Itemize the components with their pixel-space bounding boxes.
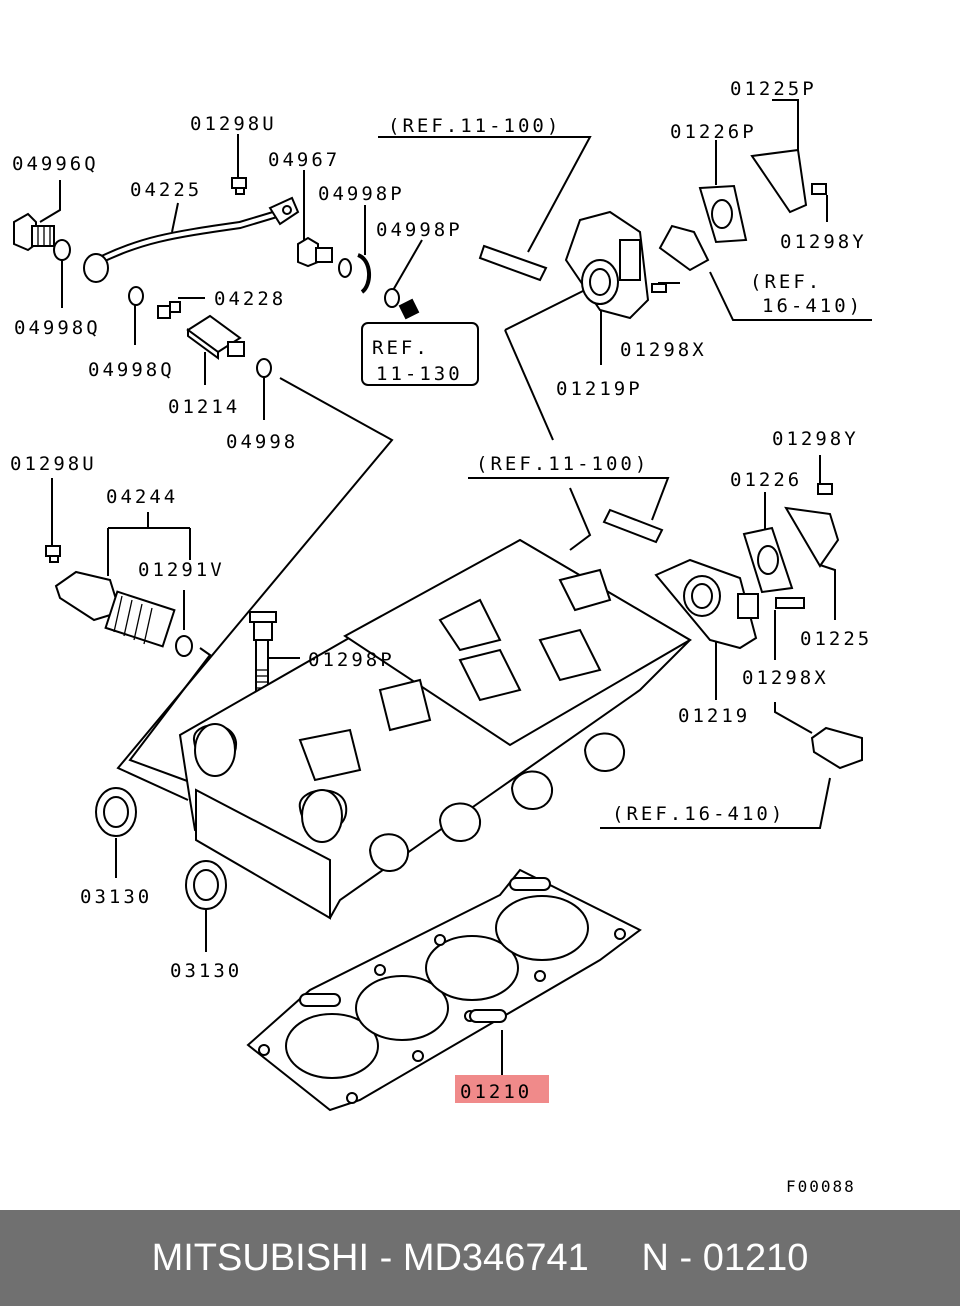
leader-lines: [39, 99, 872, 1075]
part-cover-01225p: [750, 148, 827, 214]
part-oil-pipe-04225: [83, 196, 300, 283]
part-cylinder-head: [178, 538, 692, 920]
highlight-box-01210: [455, 1075, 549, 1103]
label-ref-11-100-top[interactable]: (REF.11-100): [388, 115, 561, 137]
part-oil-seal-03130-b: [185, 860, 227, 910]
label-ref-11-130-a[interactable]: REF.: [372, 337, 430, 359]
part-labels: 01225P 01226P (REF.11-100) 01298U 04967 …: [10, 78, 872, 1196]
part-union-bolt-04996q: [13, 212, 71, 261]
label-04998p-a[interactable]: 04998P: [318, 183, 405, 205]
part-cover-01225: [784, 483, 840, 568]
part-head-gasket-01210: [246, 868, 642, 1112]
label-01298y-right[interactable]: 01298Y: [772, 428, 859, 450]
label-ref-11-130-b[interactable]: 11-130: [376, 363, 463, 385]
label-03130-a[interactable]: 03130: [80, 886, 152, 908]
part-sensor-bottom: [810, 726, 863, 770]
label-ref-16-410-top-a[interactable]: (REF.: [750, 271, 822, 293]
label-04998[interactable]: 04998: [226, 431, 298, 453]
part-bolt-01298p: [249, 611, 277, 699]
label-ref-16-410-top-b[interactable]: 16-410): [762, 295, 863, 317]
part-bolt-04228: [157, 301, 181, 319]
part-bolt-01298u-top: [231, 177, 247, 195]
label-03130-b[interactable]: 03130: [170, 960, 242, 982]
part-ocv-04244: [54, 570, 193, 657]
label-04998q-left[interactable]: 04998Q: [14, 317, 101, 339]
label-04996q[interactable]: 04996Q: [12, 153, 99, 175]
part-throttle-01219: [602, 508, 759, 650]
label-01298x-right[interactable]: 01298X: [742, 667, 829, 689]
label-01219p[interactable]: 01219P: [556, 378, 643, 400]
ref-box-11-130: [361, 322, 479, 386]
label-04228[interactable]: 04228: [214, 288, 286, 310]
label-01298p-bolt[interactable]: 01298P: [308, 649, 395, 671]
part-bolt-01298x-right: [775, 597, 805, 609]
label-01298u-left[interactable]: 01298U: [10, 453, 97, 475]
part-gaskets-04998p: [338, 253, 420, 320]
part-oil-seal-03130-a: [95, 787, 137, 837]
label-01298y-top[interactable]: 01298Y: [780, 231, 867, 253]
label-ref-11-100-mid[interactable]: (REF.11-100): [476, 453, 649, 475]
part-gasket-01226p: [698, 184, 748, 244]
label-01219[interactable]: 01219: [678, 705, 750, 727]
part-oil-feeder-01214: [186, 314, 272, 378]
label-01210-highlight[interactable]: 01210: [460, 1081, 532, 1103]
label-01298x-top[interactable]: 01298X: [620, 339, 707, 361]
label-04244[interactable]: 04244: [106, 486, 178, 508]
part-throttle-01219p: [478, 210, 667, 320]
label-04967[interactable]: 04967: [268, 149, 340, 171]
part-gasket-01226: [742, 526, 794, 594]
part-bolt-04967: [297, 236, 333, 268]
label-01226p[interactable]: 01226P: [670, 121, 757, 143]
label-f00088: F00088: [786, 1177, 856, 1196]
label-01225p[interactable]: 01225P: [730, 78, 817, 100]
label-01225[interactable]: 01225: [800, 628, 872, 650]
part-number-caption: MITSUBISHI - MD346741 N - 01210: [0, 1210, 960, 1306]
label-04998p-b[interactable]: 04998P: [376, 219, 463, 241]
part-bolt-01298u-left: [45, 545, 61, 563]
label-01226[interactable]: 01226: [730, 469, 802, 491]
parts-diagram: 01225P 01226P (REF.11-100) 01298U 04967 …: [10, 78, 872, 1196]
label-ref-16-410-bottom[interactable]: (REF.16-410): [612, 803, 785, 825]
label-04225[interactable]: 04225: [130, 179, 202, 201]
label-01298u-top[interactable]: 01298U: [190, 113, 277, 135]
label-04998q-mid[interactable]: 04998Q: [88, 359, 175, 381]
part-ring-04998q-left: [128, 286, 144, 306]
label-01291v[interactable]: 01291V: [138, 559, 225, 581]
part-sensor-top: [658, 224, 710, 272]
label-01214[interactable]: 01214: [168, 396, 240, 418]
